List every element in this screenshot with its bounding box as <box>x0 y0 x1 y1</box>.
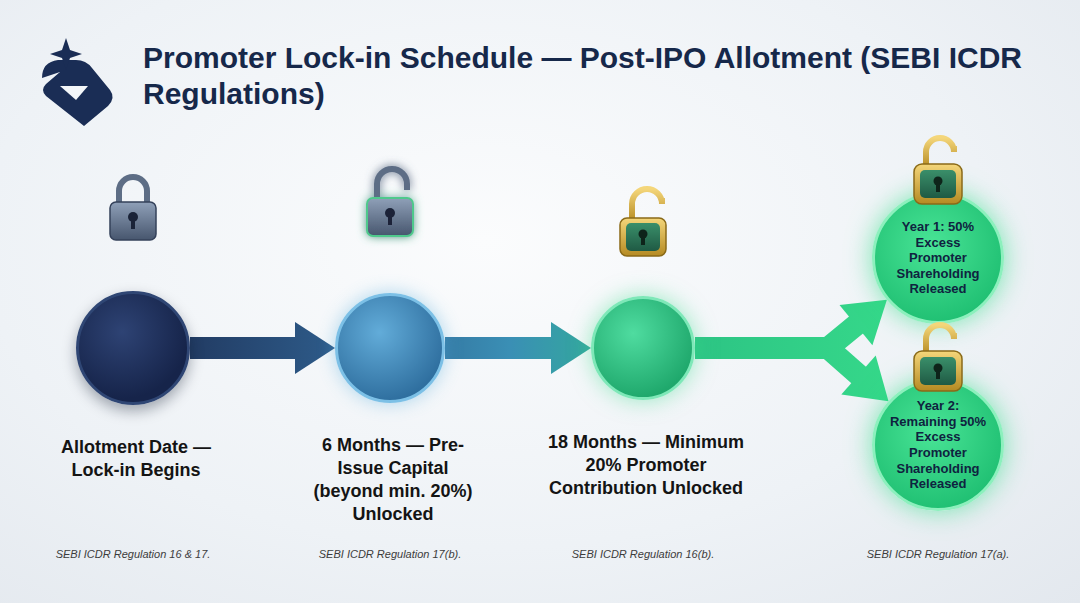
milestone-circle: 6 Months — Pre-Issue Capital (beyond min… <box>335 293 445 403</box>
milestone-circle: Year 1: 50% Excess Promoter Shareholding… <box>872 192 1004 324</box>
open-lock <box>367 169 413 236</box>
milestone-text: Year 2: Remaining 50% Excess Promoter Sh… <box>886 398 990 492</box>
milestone-circle: Year 2: Remaining 50% Excess Promoter Sh… <box>872 379 1004 511</box>
milestone-circle: 18 Months — Minimum 20% Promoter Contrib… <box>591 296 695 400</box>
closed-lock <box>110 177 156 240</box>
regulation-note: SEBI ICDR Regulation 17(b). <box>270 548 510 560</box>
milestone-text: Year 1: 50% Excess Promoter Shareholding… <box>886 219 990 297</box>
regulation-note: SEBI ICDR Regulation 16 & 17. <box>13 548 253 560</box>
milestone-heading: 6 Months — Pre-Issue Capital (beyond min… <box>306 434 481 526</box>
diagram-title: Promoter Lock-in Schedule — Post-IPO All… <box>143 40 1043 112</box>
open-gold-lock <box>914 325 962 391</box>
open-gold-lock <box>620 189 666 256</box>
flow-arrow <box>190 322 335 374</box>
regulation-note: SEBI ICDR Regulation 16(b). <box>523 548 763 560</box>
milestone-circle: Allotment Date — Lock-in Begins <box>76 291 190 405</box>
flow-arrow <box>695 348 888 401</box>
open-gold-lock <box>914 138 962 204</box>
milestone-heading: 18 Months — Minimum 20% Promoter Contrib… <box>539 431 754 500</box>
flow-arrow <box>445 322 591 374</box>
milestone-heading: Allotment Date — Lock-in Begins <box>41 436 231 482</box>
logo-mark <box>42 38 113 126</box>
regulation-note: SEBI ICDR Regulation 17(a). <box>818 548 1058 560</box>
